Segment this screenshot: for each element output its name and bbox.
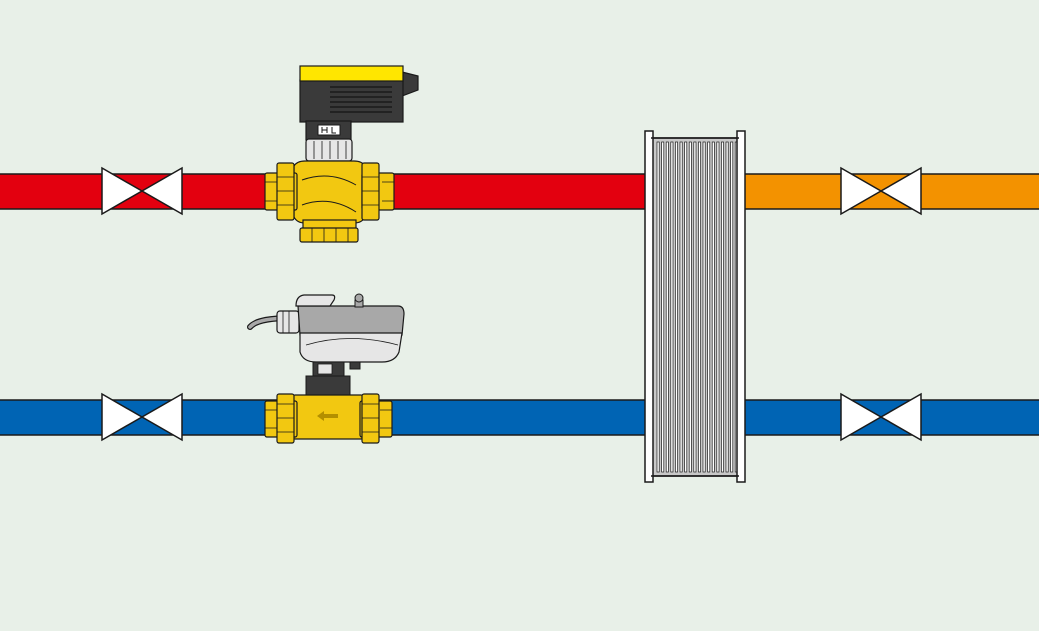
plate-heat-exchanger bbox=[644, 130, 746, 483]
exchanger-plate bbox=[707, 141, 711, 473]
isolation-valve-cold-right bbox=[840, 392, 922, 442]
exchanger-plate bbox=[711, 141, 715, 473]
grey-actuator bbox=[295, 293, 405, 370]
exchanger-plate bbox=[693, 141, 697, 473]
exchanger-plate bbox=[656, 141, 660, 473]
exchanger-plate bbox=[702, 141, 706, 473]
exchanger-plate bbox=[698, 141, 701, 473]
exchanger-plate bbox=[725, 141, 729, 473]
exchanger-plate bbox=[675, 141, 678, 473]
exchanger-plate bbox=[716, 141, 720, 473]
isolation-valve-cold-left bbox=[101, 392, 183, 442]
exchanger-plate bbox=[730, 141, 734, 473]
exchanger-plate bbox=[684, 141, 688, 473]
three-way-control-valve bbox=[264, 65, 419, 243]
exchanger-plate bbox=[661, 141, 665, 473]
yellow-actuator bbox=[299, 65, 419, 141]
exchanger-plate bbox=[679, 141, 683, 473]
exchanger-plate bbox=[670, 141, 674, 473]
isolation-valve-hot-left bbox=[101, 166, 183, 216]
exchanger-plate bbox=[665, 141, 669, 473]
isolation-valve-warm-right bbox=[840, 166, 922, 216]
two-way-zone-valve bbox=[247, 293, 405, 444]
exchanger-plate bbox=[721, 141, 724, 473]
exchanger-plate bbox=[688, 141, 692, 473]
